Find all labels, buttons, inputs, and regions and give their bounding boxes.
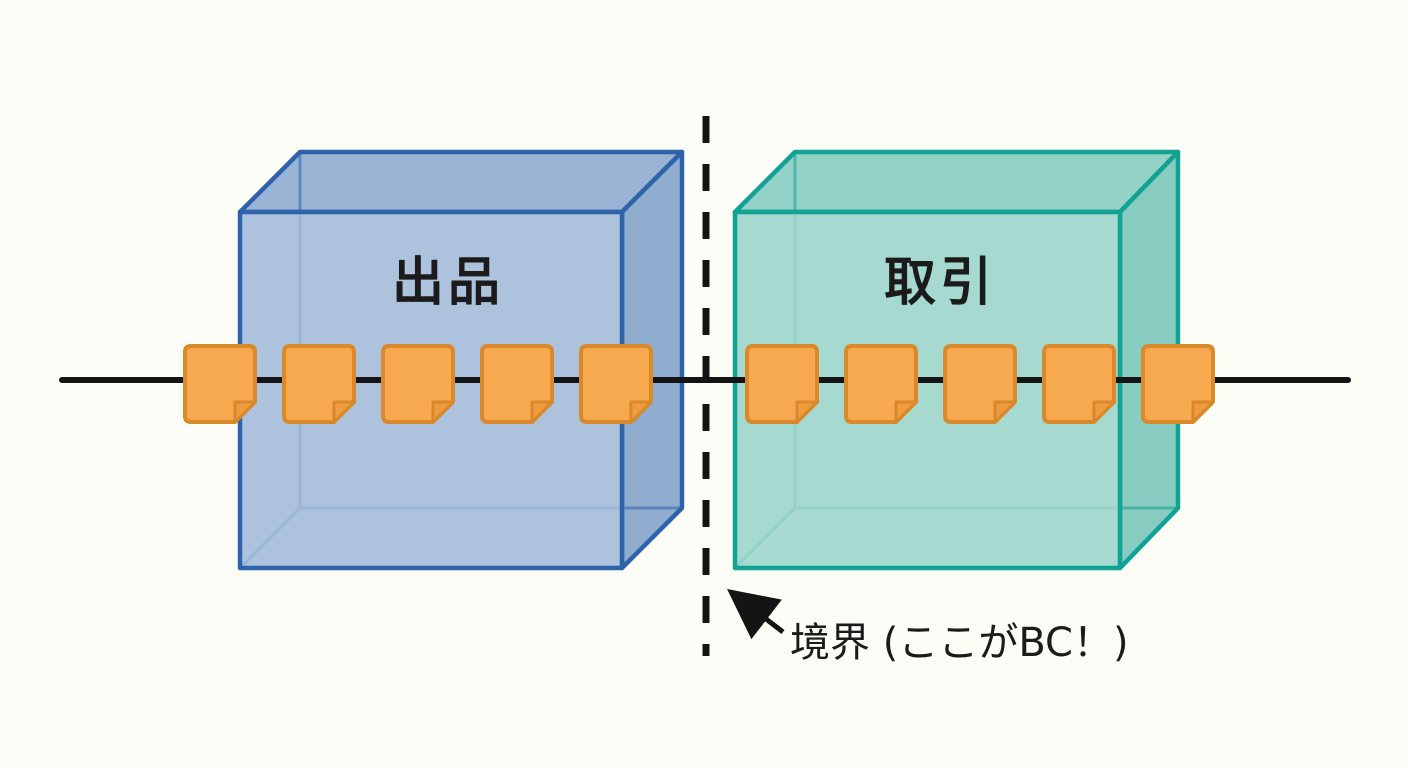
document-icon-right-2 xyxy=(844,344,918,424)
left-box-label: 出品 xyxy=(392,253,504,313)
document-icon-right-4 xyxy=(1042,344,1116,424)
document-icon-left-1 xyxy=(183,344,257,424)
left-box-top-face xyxy=(237,149,685,215)
document-icon-right-1 xyxy=(745,344,819,424)
right-box-label: 取引 xyxy=(884,253,996,313)
boundary-label: 境界 (ここがBC！) xyxy=(790,620,1129,666)
document-icon-left-2 xyxy=(282,344,356,424)
document-icon-left-3 xyxy=(381,344,455,424)
document-icon-left-4 xyxy=(480,344,554,424)
right-box-top-face xyxy=(732,149,1181,215)
document-icon-right-5 xyxy=(1141,344,1215,424)
document-icon-right-3 xyxy=(943,344,1017,424)
document-icon-left-5 xyxy=(579,344,653,424)
boundary-arrow xyxy=(727,588,785,640)
